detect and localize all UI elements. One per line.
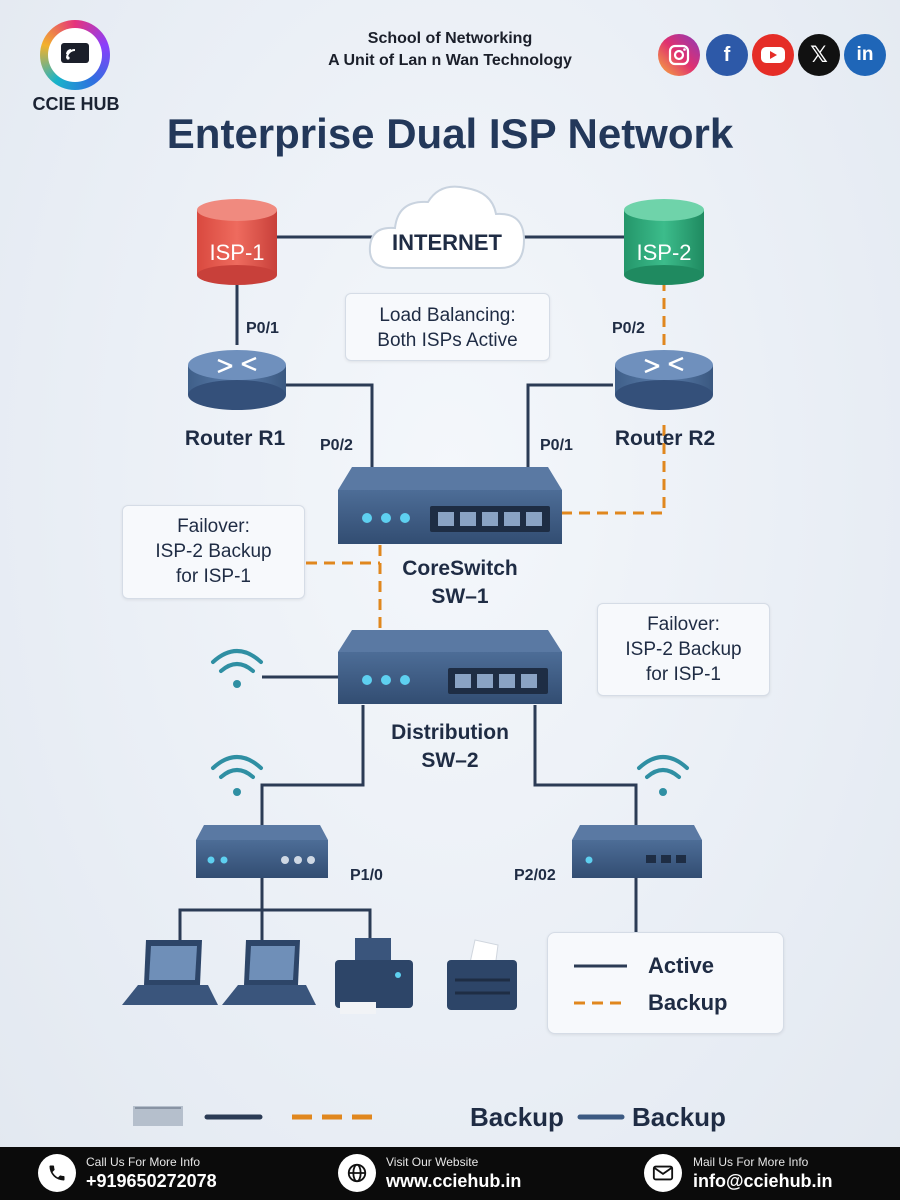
legend-box: Active Backup bbox=[547, 932, 784, 1034]
load-balancing-note: Load Balancing: Both ISPs Active bbox=[345, 293, 550, 361]
legend-swatch bbox=[133, 1106, 183, 1126]
website-link[interactable]: www.cciehub.in bbox=[386, 1171, 522, 1191]
port-r1-p02: P0/2 bbox=[320, 437, 353, 454]
note-line: ISP-2 Backup bbox=[155, 541, 272, 562]
isp1-label: ISP-1 bbox=[209, 240, 265, 265]
port-r2-p02: P0/2 bbox=[612, 320, 645, 337]
distribution-switch-icon[interactable] bbox=[338, 630, 562, 704]
brand-name: CCIE HUB bbox=[32, 94, 120, 114]
access-switch-left-icon[interactable] bbox=[196, 825, 328, 878]
footer-bar bbox=[0, 1147, 900, 1200]
router-r2-label: Router R2 bbox=[614, 427, 716, 450]
bottom-legend-label: Backup bbox=[470, 1102, 564, 1132]
failover-note-left: Failover: ISP-2 Backup for ISP-1 bbox=[122, 505, 305, 599]
port-p202: P2/02 bbox=[514, 867, 556, 884]
device-name-line: SW–2 bbox=[421, 749, 479, 772]
device-name-line: SW–1 bbox=[431, 585, 489, 608]
legend-active-label: Active bbox=[648, 953, 715, 978]
web-label: Visit Our Website bbox=[386, 1155, 479, 1169]
laptop-icon[interactable] bbox=[122, 940, 218, 1005]
internet-cloud-icon[interactable] bbox=[368, 185, 526, 269]
monitor-wifi-icon bbox=[61, 43, 89, 63]
phone-icon[interactable] bbox=[38, 1154, 76, 1192]
backup-links bbox=[306, 280, 666, 632]
instagram-icon[interactable] bbox=[658, 34, 700, 76]
core-switch-label: CoreSwitch SW–1 bbox=[380, 555, 540, 611]
youtube-icon[interactable] bbox=[752, 34, 794, 76]
device-name-line: Distribution bbox=[391, 721, 509, 744]
header-school: School of Networking bbox=[367, 30, 533, 47]
wifi-icon bbox=[211, 649, 263, 688]
note-line: Both ISPs Active bbox=[377, 330, 518, 351]
wifi-icon bbox=[211, 755, 263, 796]
router-r1-label: Router R1 bbox=[184, 427, 286, 450]
mail-label: Mail Us For More Info bbox=[693, 1155, 809, 1169]
port-r2-p01: P0/1 bbox=[540, 437, 573, 454]
network-diagram bbox=[122, 185, 713, 1126]
note-line: Failover: bbox=[647, 614, 720, 635]
isp2-cylinder-icon[interactable] bbox=[624, 199, 704, 285]
globe-icon[interactable] bbox=[338, 1154, 376, 1192]
printer-icon[interactable] bbox=[335, 938, 413, 1014]
wifi-icon bbox=[637, 755, 689, 796]
note-line: Load Balancing: bbox=[379, 305, 516, 326]
active-links bbox=[178, 235, 638, 940]
access-switch-right-icon[interactable] bbox=[572, 825, 702, 878]
core-switch-icon[interactable] bbox=[338, 467, 562, 544]
linkedin-icon[interactable]: in bbox=[844, 34, 886, 76]
brand-logo: CCIE HUB bbox=[28, 20, 138, 120]
laptop-icon[interactable] bbox=[222, 940, 316, 1005]
port-p10: P1/0 bbox=[350, 867, 383, 884]
note-line: for ISP-1 bbox=[176, 566, 251, 587]
note-line: Failover: bbox=[177, 516, 250, 537]
device-name-line: CoreSwitch bbox=[402, 557, 518, 580]
isp1-cylinder-icon[interactable] bbox=[197, 199, 277, 285]
printer-icon[interactable] bbox=[447, 939, 517, 1010]
page-title: Enterprise Dual ISP Network bbox=[166, 110, 734, 157]
port-r1-p01: P0/1 bbox=[246, 320, 279, 337]
legend-backup-label: Backup bbox=[648, 990, 728, 1015]
isp2-label: ISP-2 bbox=[636, 240, 692, 265]
header-unit: A Unit of Lan n Wan Technology bbox=[328, 52, 572, 69]
email-link[interactable]: info@cciehub.in bbox=[693, 1171, 833, 1191]
distribution-switch-label: Distribution SW–2 bbox=[370, 719, 530, 775]
failover-note-right: Failover: ISP-2 Backup for ISP-1 bbox=[597, 603, 770, 696]
router-r2-icon[interactable] bbox=[615, 350, 713, 410]
mail-icon[interactable] bbox=[644, 1154, 682, 1192]
note-line: for ISP-1 bbox=[646, 664, 721, 685]
router-r1-icon[interactable] bbox=[188, 350, 286, 410]
logo-ring-icon bbox=[40, 20, 110, 90]
note-line: ISP-2 Backup bbox=[625, 639, 742, 660]
bottom-legend-label: Backup bbox=[632, 1102, 726, 1132]
call-label: Call Us For More Info bbox=[86, 1155, 201, 1169]
x-icon[interactable]: 𝕏 bbox=[798, 34, 840, 76]
facebook-icon[interactable]: f bbox=[706, 34, 748, 76]
internet-label: INTERNET bbox=[392, 230, 502, 255]
call-number[interactable]: +919650272078 bbox=[86, 1171, 217, 1191]
